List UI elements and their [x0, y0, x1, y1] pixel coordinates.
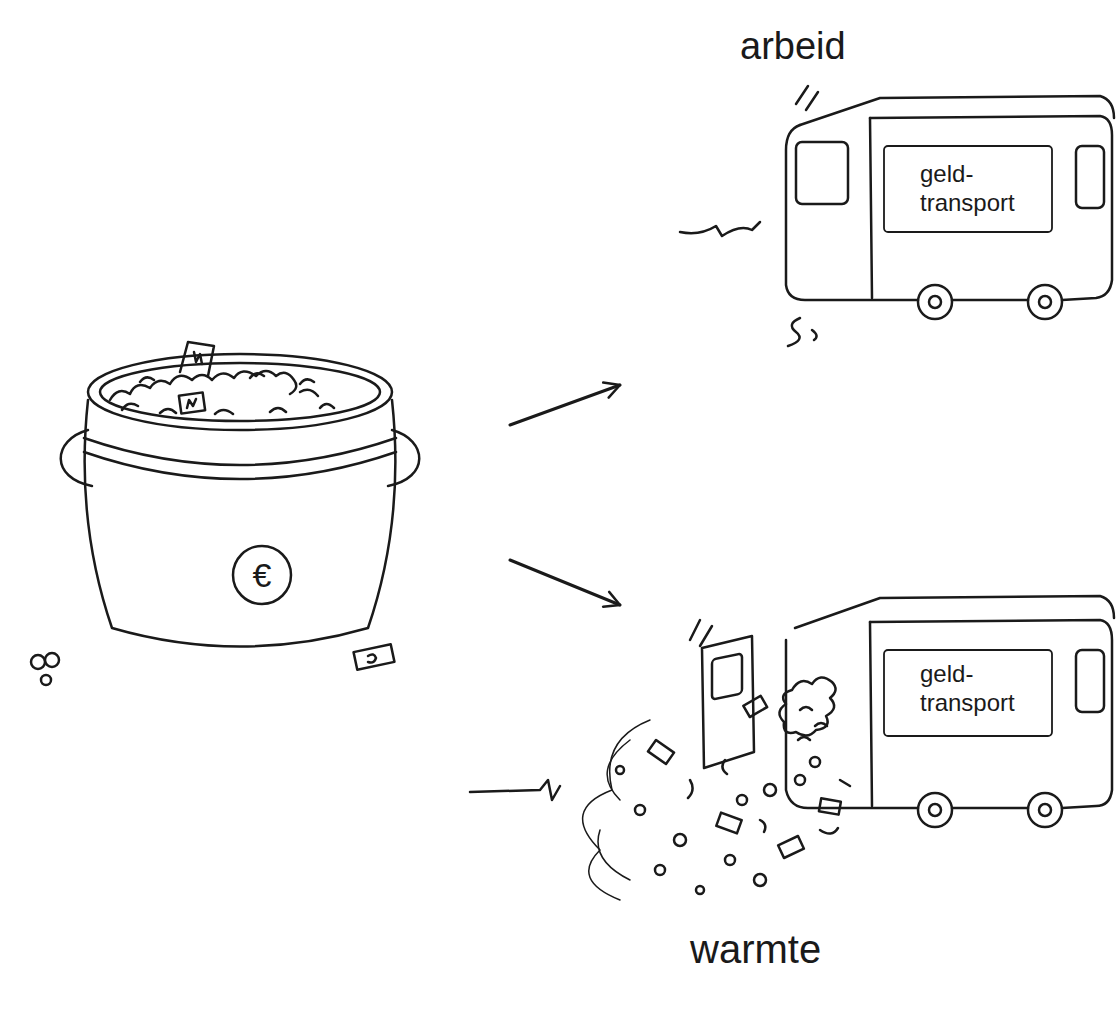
work-heading: arbeid [740, 24, 846, 70]
flow-arrow [510, 560, 620, 605]
leaking-cash-van: geld- transport warmte [620, 560, 1116, 1010]
euro-symbol: € [237, 555, 287, 596]
van-lettering: geld- transport [920, 660, 1045, 718]
cash-van: arbeid geld- transport [620, 20, 1116, 400]
bucket-drawing [31, 342, 419, 685]
leaking-van-drawing [470, 596, 1114, 900]
van-drawing [680, 86, 1114, 346]
money-bucket: € [20, 320, 510, 660]
van-lettering: geld- transport [920, 160, 1045, 218]
flow-arrow [510, 385, 620, 425]
heat-heading: warmte [690, 925, 821, 973]
